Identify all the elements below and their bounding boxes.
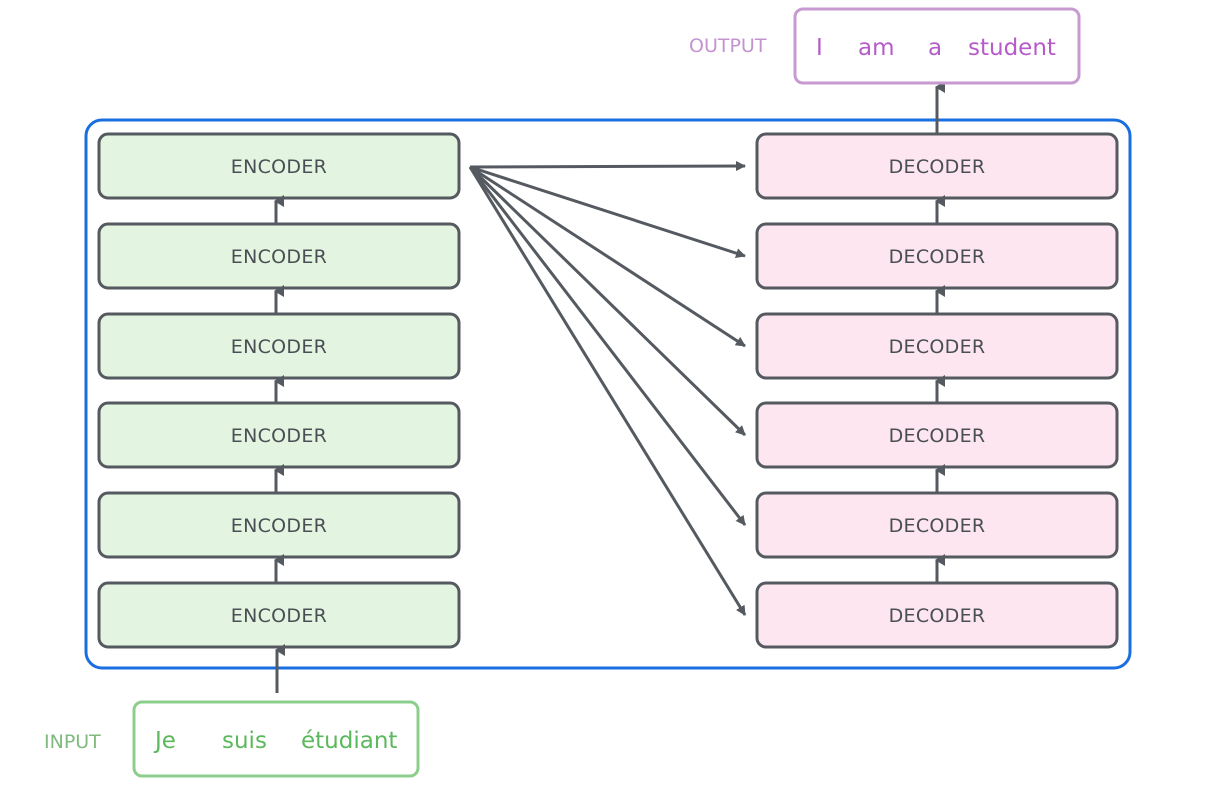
encoder-to-decoder-arrow: [468, 165, 747, 437]
decoder-label: DECODER: [889, 246, 986, 268]
encoder-to-decoder-arrow: [468, 166, 747, 616]
decoder-block: [755, 581, 1119, 649]
encoder-to-decoder-arrow: [468, 166, 747, 526]
decoder-label: DECODER: [889, 605, 986, 627]
output-word: I: [816, 35, 823, 61]
input-box: [132, 700, 420, 778]
encoder-stack: ENCODER ENCODER ENCODER ENCODER ENCODER ENCOD…: [97, 132, 461, 649]
decoder-label: DECODER: [889, 425, 986, 447]
decoder-stack: DECODER DECODER DECODER DECODER DECODER DECOD…: [755, 132, 1119, 649]
encoder-decoder-stack-container: [84, 118, 1132, 670]
decoder-label: DECODER: [889, 336, 986, 358]
encoder-label: ENCODER: [231, 246, 327, 268]
decoder-label: DECODER: [889, 156, 986, 178]
encoder-to-decoder-arrow: [469, 161, 746, 172]
output-word: a: [928, 35, 942, 61]
output-label: OUTPUT: [689, 35, 767, 57]
output-word: student: [968, 35, 1056, 61]
encoder-to-decoder-arrow: [469, 165, 746, 348]
input-word: Je: [153, 728, 176, 754]
output-word: am: [858, 35, 895, 61]
encoder-label: ENCODER: [231, 336, 327, 358]
connection-arrows: [274, 81, 945, 693]
encoder-label: ENCODER: [231, 425, 327, 447]
input-word: étudiant: [301, 728, 397, 754]
input-word: suis: [222, 728, 267, 754]
encoder-label: ENCODER: [231, 515, 327, 537]
decoder-label: DECODER: [889, 515, 986, 537]
encoder-label: ENCODER: [231, 156, 327, 178]
encoder-label: ENCODER: [231, 605, 327, 627]
output-box: [793, 7, 1081, 85]
encoder-to-decoder-arrow: [469, 165, 746, 258]
input-label: INPUT: [44, 731, 101, 753]
